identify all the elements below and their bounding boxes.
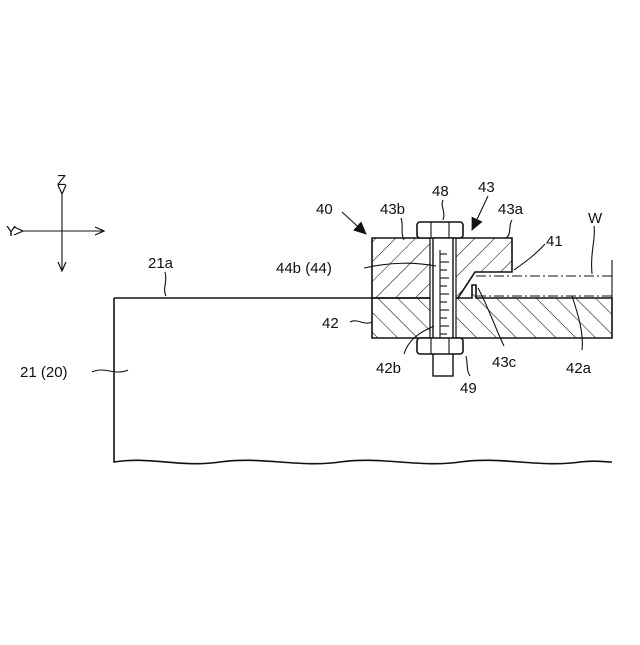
- axis-indicator: Z Y: [6, 172, 103, 270]
- label-21a: 21a: [148, 255, 174, 272]
- label-43b: 43b: [380, 201, 405, 218]
- leader-lines: [92, 196, 594, 376]
- label-44b-44: 44b (44): [276, 260, 332, 277]
- z-axis-label: Z: [57, 172, 66, 189]
- label-43: 43: [478, 179, 495, 196]
- label-21-20: 21 (20): [20, 364, 68, 381]
- label-41: 41: [546, 233, 563, 250]
- label-48: 48: [432, 183, 449, 200]
- label-42b: 42b: [376, 360, 401, 377]
- label-43c: 43c: [492, 354, 517, 371]
- label-43a: 43a: [498, 201, 524, 218]
- label-42a: 42a: [566, 360, 592, 377]
- y-axis-label: Y: [6, 223, 16, 240]
- label-40: 40: [316, 201, 333, 218]
- bolt-shank: [433, 238, 453, 376]
- nut: [417, 338, 463, 354]
- label-w: W: [588, 210, 603, 227]
- label-42: 42: [322, 315, 339, 332]
- label-49: 49: [460, 380, 477, 397]
- bolt-head: [417, 222, 463, 238]
